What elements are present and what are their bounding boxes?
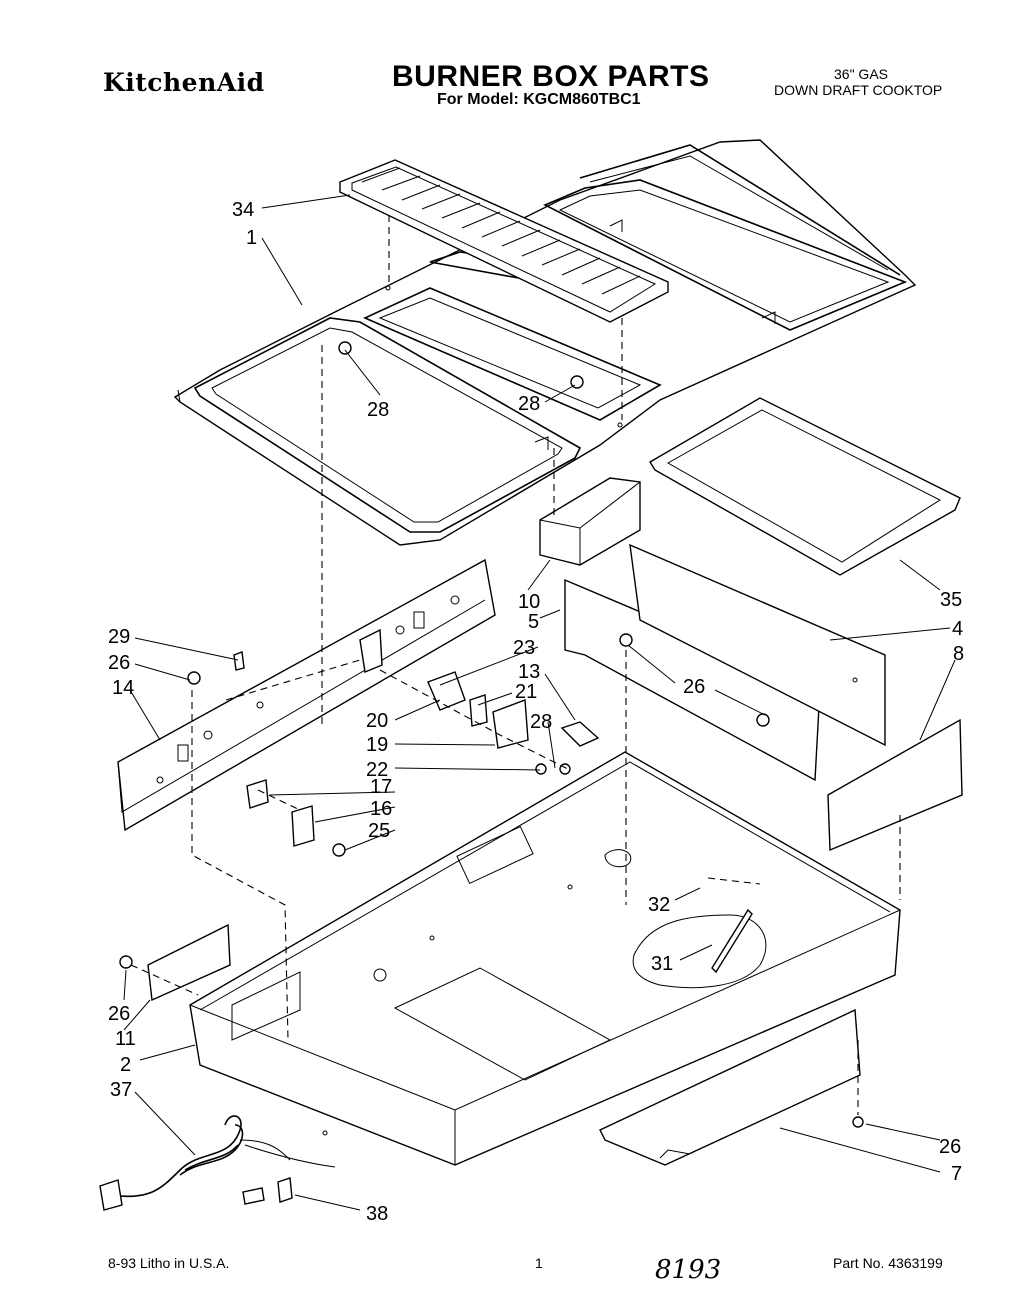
vent-grate (339, 159, 669, 323)
product-type: DOWN DRAFT COOKTOP (774, 82, 943, 98)
callout-31: 31 (651, 953, 673, 975)
callout-labels: 34 1 28 28 10 5 35 4 8 29 26 14 23 13 21… (108, 199, 964, 1225)
callout-16: 16 (370, 798, 392, 820)
handwritten-date: 8193 (655, 1255, 722, 1285)
callout-11: 11 (115, 1028, 136, 1050)
callout-5: 5 (528, 611, 539, 633)
callout-28-a: 28 (367, 399, 389, 421)
brand-logo: KitchenAid (103, 68, 265, 97)
model-label: For Model: KGCM860TBC1 (437, 91, 641, 108)
callout-37: 37 (110, 1079, 132, 1101)
side-panel-8 (827, 718, 963, 852)
callout-28-b: 28 (518, 393, 540, 415)
callout-23: 23 (513, 637, 535, 659)
part-number: Part No. 4363199 (833, 1255, 943, 1271)
manifold-bracket (117, 558, 496, 832)
alignment-lines (130, 215, 901, 1115)
callout-25: 25 (368, 820, 390, 842)
product-size: 36" GAS (834, 66, 888, 82)
callout-4: 4 (952, 618, 963, 640)
callout-1: 1 (246, 227, 257, 249)
bracket-10 (539, 477, 641, 566)
callout-14: 14 (112, 677, 134, 699)
bottom-cover (599, 1008, 864, 1166)
callout-35: 35 (940, 589, 962, 611)
page-number: 1 (535, 1255, 543, 1271)
callout-29: 29 (108, 626, 130, 648)
callout-26-d: 26 (939, 1136, 961, 1158)
callout-2: 2 (120, 1054, 131, 1076)
drip-pan (649, 397, 961, 576)
callout-26-a: 26 (108, 652, 130, 674)
power-cord (99, 1115, 336, 1211)
callout-17: 17 (370, 776, 392, 798)
callout-38: 38 (366, 1203, 388, 1225)
callout-21: 21 (515, 681, 537, 703)
side-plate (119, 923, 231, 1002)
callout-34: 34 (232, 199, 254, 221)
callout-28-c: 28 (530, 711, 552, 733)
callout-7: 7 (951, 1163, 962, 1185)
callout-8: 8 (953, 643, 964, 665)
cooktop-frame (173, 139, 917, 546)
panel-4 (629, 543, 886, 747)
callout-10: 10 (518, 591, 540, 613)
litho-note: 8-93 Litho in U.S.A. (108, 1255, 230, 1271)
callout-20: 20 (366, 710, 388, 732)
callout-26-b: 26 (683, 676, 705, 698)
burner-box (189, 751, 901, 1166)
leader-lines (123, 194, 956, 1211)
callout-22: 22 (366, 759, 388, 781)
small-parts (187, 341, 770, 897)
callout-32: 32 (648, 894, 670, 916)
callout-13: 13 (518, 661, 540, 683)
callout-26-c: 26 (108, 1003, 130, 1025)
callout-19: 19 (366, 734, 388, 756)
page-title: BURNER BOX PARTS (392, 60, 710, 93)
